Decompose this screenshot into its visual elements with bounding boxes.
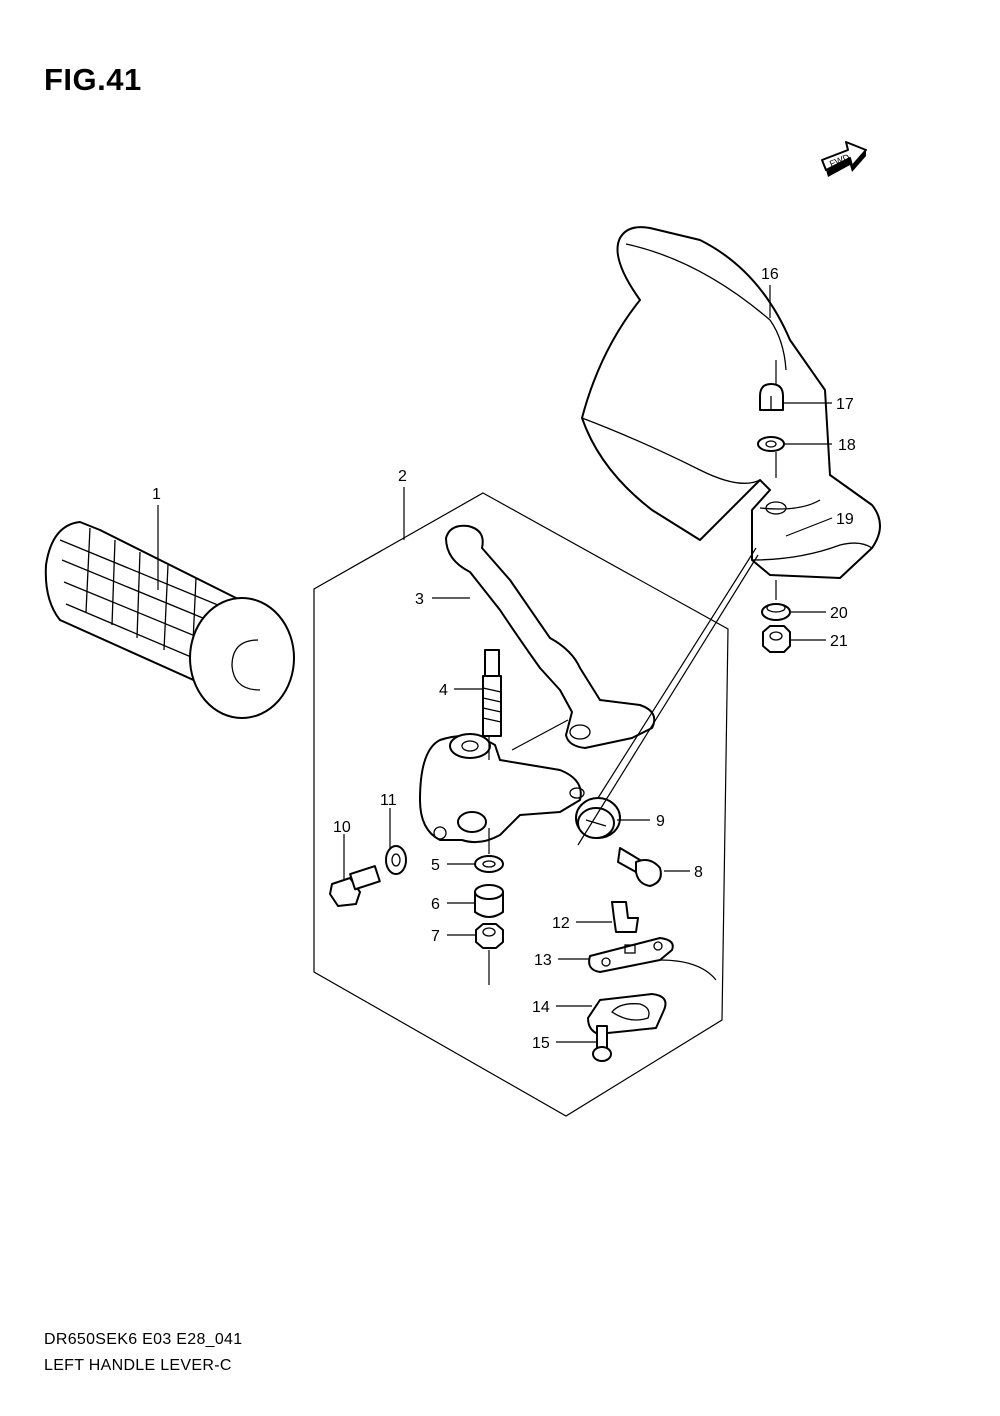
callout-16: 16	[761, 266, 779, 283]
clutch-switch-part	[588, 937, 717, 981]
nut-part-21	[762, 625, 791, 653]
clutch-lever-part	[445, 524, 656, 749]
callout-8: 8	[694, 864, 703, 881]
callout-2: 2	[398, 468, 407, 485]
callout-17: 17	[836, 396, 854, 413]
callout-18: 18	[838, 437, 856, 454]
hand-guard-part	[581, 226, 881, 579]
cap-nut-part	[759, 383, 784, 411]
leader-lines	[157, 285, 833, 1043]
callout-20: 20	[830, 605, 848, 622]
callout-5: 5	[431, 857, 440, 874]
adjuster-bolt-part	[482, 649, 502, 737]
washer-part-5	[474, 855, 504, 873]
callout-10: 10	[333, 819, 351, 836]
callout-14: 14	[532, 999, 550, 1016]
callout-21: 21	[830, 633, 848, 650]
washer-part-11	[385, 845, 407, 875]
callout-6: 6	[431, 896, 440, 913]
collar-part-6	[474, 884, 504, 918]
screw-part-15	[592, 1025, 612, 1062]
callout-19: 19	[836, 511, 854, 528]
callout-15: 15	[532, 1035, 550, 1052]
screw-part-8	[617, 847, 662, 887]
figure-title: FIG.41	[44, 62, 142, 97]
pivot-bolt-part	[329, 865, 381, 907]
callout-12: 12	[552, 915, 570, 932]
callout-4: 4	[439, 682, 448, 699]
callout-3: 3	[415, 591, 424, 608]
adjuster-knob-part	[575, 797, 621, 839]
diagram-description: LEFT HANDLE LEVER-C	[44, 1357, 232, 1374]
callout-11: 11	[380, 792, 397, 809]
callout-7: 7	[431, 928, 440, 945]
fwd-arrow-icon: FWD	[821, 141, 867, 177]
collar-nut-part	[761, 603, 791, 621]
handle-grip-part	[44, 521, 295, 719]
lever-holder-part	[419, 733, 585, 844]
model-code: DR650SEK6 E03 E28_041	[44, 1331, 243, 1348]
callout-13: 13	[534, 952, 552, 969]
callout-9: 9	[656, 813, 665, 830]
lever-assembly-outline	[313, 492, 729, 1117]
washer-part-18	[757, 436, 785, 452]
clamp-part	[587, 993, 667, 1035]
callout-1: 1	[152, 486, 161, 503]
nut-part-7	[475, 923, 504, 949]
switch-plunger-part	[611, 901, 639, 933]
